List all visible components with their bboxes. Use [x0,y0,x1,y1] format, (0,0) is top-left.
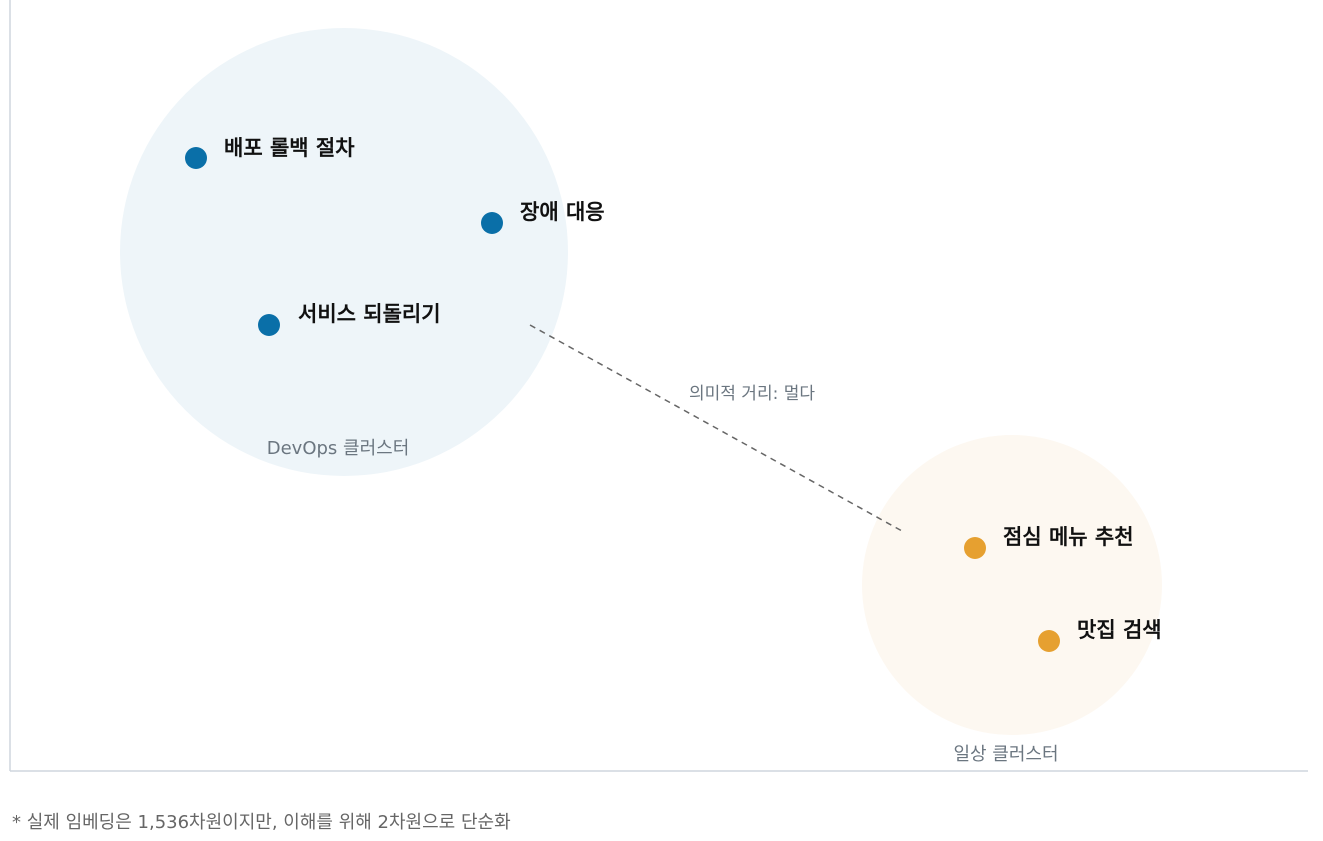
point-marker [1038,630,1060,652]
point-lunch-menu: 점심 메뉴 추천 [964,525,1134,559]
point-label: 맛집 검색 [1077,618,1162,642]
devops-cluster-region [120,28,568,476]
point-label: 장애 대응 [520,200,605,224]
devops-cluster-label: DevOps 클러스터 [267,438,410,459]
point-deploy-rollback: 배포 롤백 절차 [185,136,355,169]
point-label: 배포 롤백 절차 [224,136,355,160]
daily-cluster-region [862,435,1162,735]
semantic-distance-line [529,324,903,532]
point-label: 서비스 되돌리기 [298,302,441,326]
footnote: * 실제 임베딩은 1,536차원이지만, 이해를 위해 2차원으로 단순화 [12,812,511,833]
point-marker [258,314,280,336]
point-marker [964,537,986,559]
point-incident-response: 장애 대응 [481,200,605,234]
point-service-revert: 서비스 되돌리기 [258,302,441,336]
point-label: 점심 메뉴 추천 [1003,525,1134,549]
point-marker [185,147,207,169]
daily-cluster-label: 일상 클러스터 [953,744,1058,765]
semantic-distance-label: 의미적 거리: 멀다 [689,384,815,404]
point-marker [481,212,503,234]
point-restaurant-search: 맛집 검색 [1038,618,1162,652]
